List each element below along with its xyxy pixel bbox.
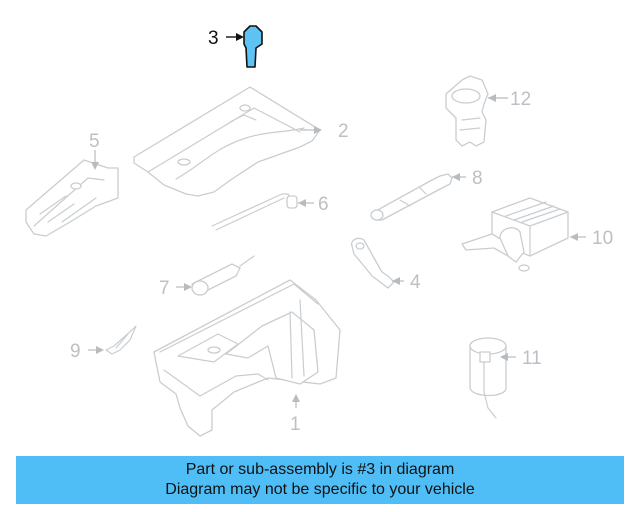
part-10-tool-bag: 10 <box>461 197 613 272</box>
callout-5: 5 <box>89 131 100 152</box>
part-5-bracket: 5 <box>25 131 119 237</box>
part-12-cap: 12 <box>445 75 531 147</box>
banner-line-2: Diagram may not be specific to your vehi… <box>165 481 475 498</box>
part-1-tray: 1 <box>153 279 341 437</box>
info-banner: Part or sub-assembly is #3 in diagram Di… <box>16 456 624 504</box>
callout-7: 7 <box>159 278 170 299</box>
part-4-hook: 4 <box>351 237 421 293</box>
callout-12: 12 <box>510 89 531 110</box>
callout-1: 1 <box>290 414 301 435</box>
parts-diagram: 3 2 5 12 6 <box>25 25 613 437</box>
part-7-bolt: 7 <box>159 255 255 299</box>
callout-2: 2 <box>338 121 349 142</box>
callout-9: 9 <box>70 341 81 362</box>
callout-4: 4 <box>410 272 421 293</box>
part-9-clip: 9 <box>70 325 137 362</box>
callout-6: 6 <box>318 194 329 215</box>
callout-8: 8 <box>472 168 483 189</box>
part-2-floor-panel: 2 <box>133 86 349 197</box>
callout-3: 3 <box>208 28 219 49</box>
callout-10: 10 <box>592 228 613 249</box>
part-6-wrench: 6 <box>211 193 329 231</box>
part-3-highlighted[interactable]: 3 <box>208 25 263 68</box>
part-8-jack-screw: 8 <box>370 168 483 221</box>
part-11-canister: 11 <box>469 337 542 419</box>
callout-11: 11 <box>522 348 542 369</box>
banner-line-1: Part or sub-assembly is #3 in diagram <box>185 461 455 478</box>
